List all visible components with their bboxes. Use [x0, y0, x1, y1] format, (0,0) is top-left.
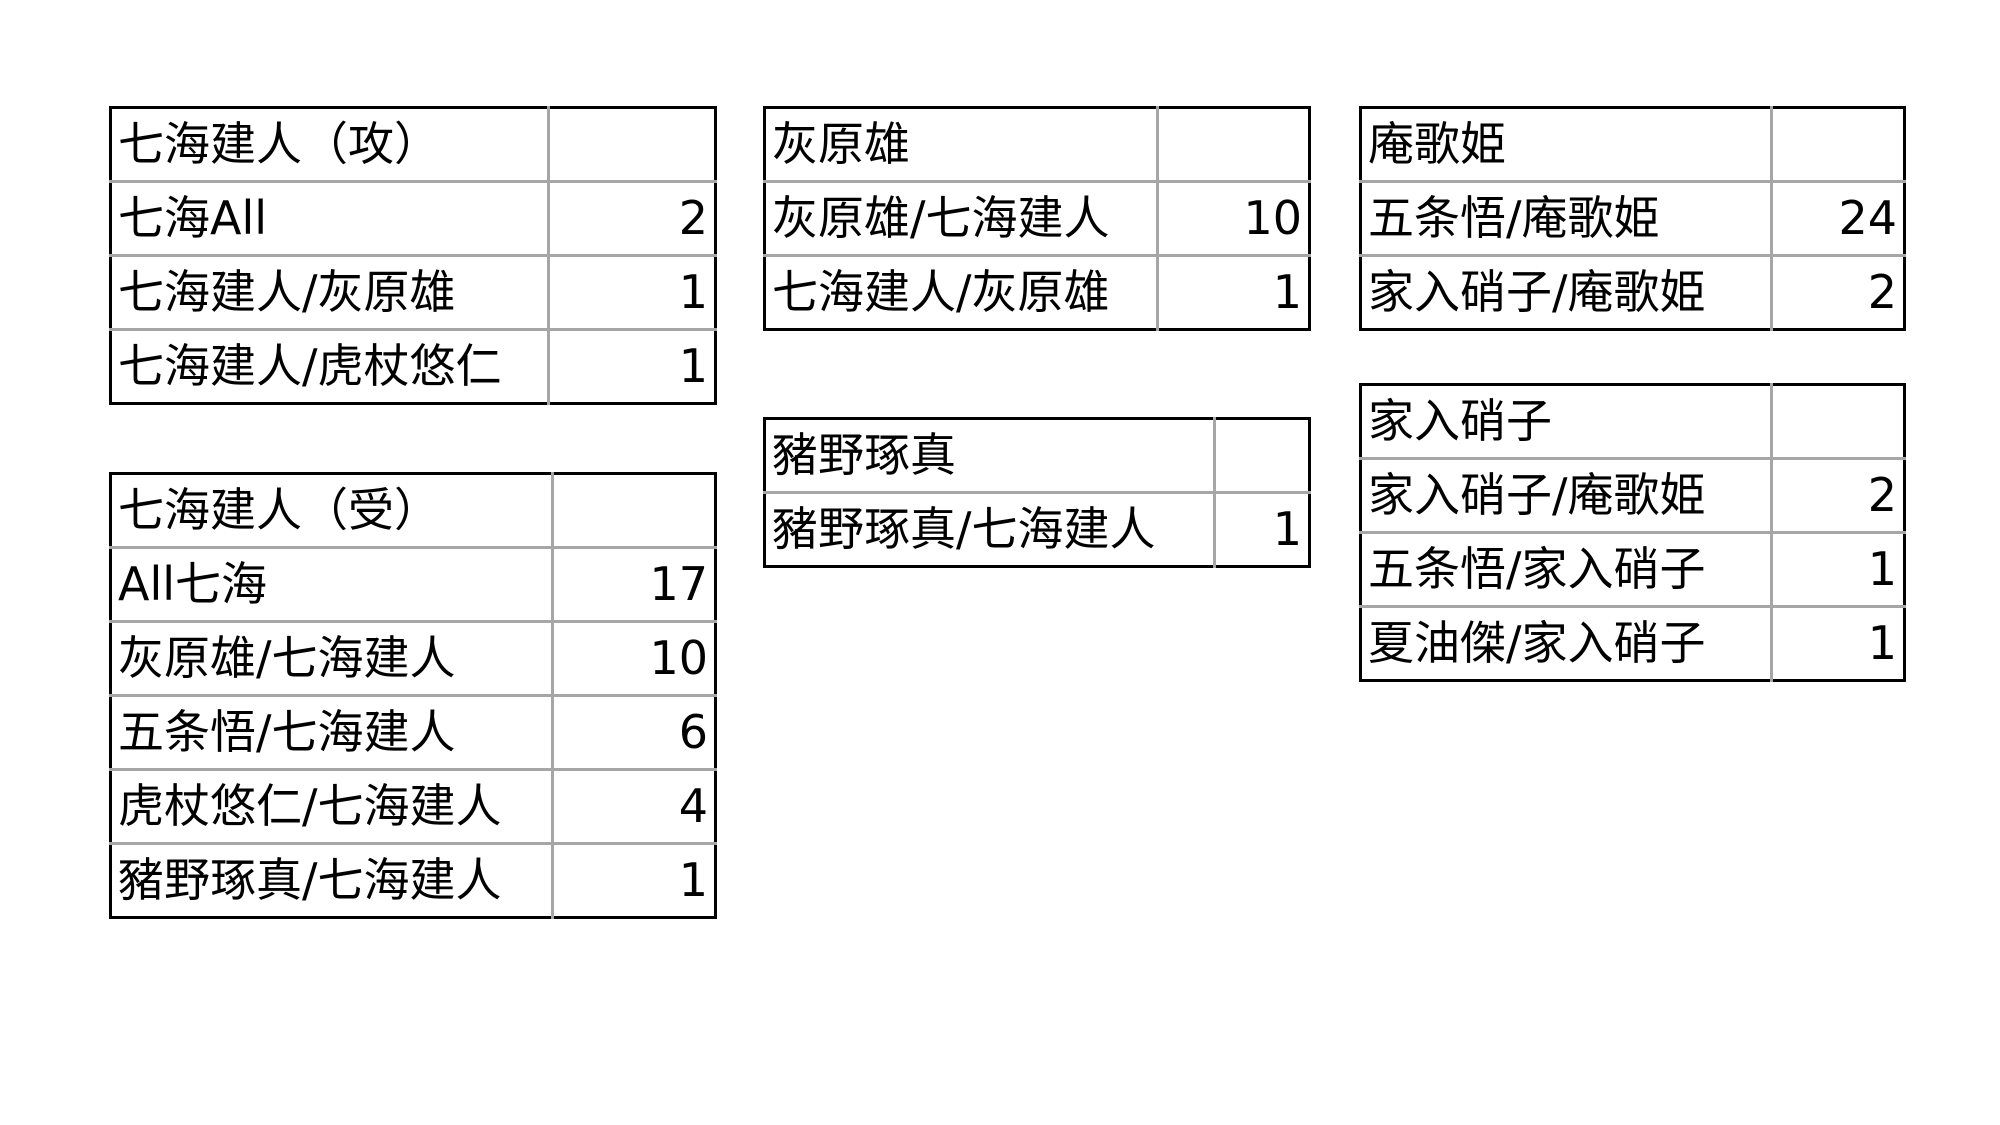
table-row: 豬野琢真/七海建人 1: [764, 491, 1310, 567]
table-header-empty-cell: [1770, 384, 1905, 460]
table-row: 夏油傑/家入硝子 1: [1360, 605, 1905, 681]
pairing-label: 灰原雄/七海建人: [110, 620, 554, 697]
count-table-nanami-uke: 七海建人（受） All七海 17 灰原雄/七海建人 10 五条悟/七海建人 6 …: [109, 472, 717, 919]
pairing-count: 1: [1770, 531, 1905, 608]
table-row: 灰原雄/七海建人 10: [110, 620, 716, 697]
count-table-nanami-seme: 七海建人（攻） 七海All 2 七海建人/灰原雄 1 七海建人/虎杖悠仁 1: [109, 106, 717, 405]
table-row: 七海建人/灰原雄 1: [764, 254, 1310, 330]
pairing-label: 豬野琢真/七海建人: [110, 842, 554, 918]
pairing-count: 10: [551, 620, 716, 697]
table-row: 豬野琢真/七海建人 1: [110, 842, 716, 918]
table-header-empty-cell: [1213, 418, 1310, 494]
table-header-row: 七海建人（受）: [110, 473, 716, 549]
pairing-count: 1: [551, 842, 716, 918]
pairing-count: 10: [1156, 180, 1310, 257]
table-row: 五条悟/庵歌姫 24: [1360, 180, 1905, 257]
table-row: 家入硝子/庵歌姫 2: [1360, 457, 1905, 534]
pairing-label: 七海建人/灰原雄: [764, 254, 1159, 330]
table-title: 七海建人（攻）: [110, 107, 550, 183]
pairing-count: 2: [547, 180, 716, 257]
count-table-ino: 豬野琢真 豬野琢真/七海建人 1: [763, 417, 1311, 568]
pairing-label: 五条悟/庵歌姫: [1360, 180, 1773, 257]
table-header-row: 家入硝子: [1360, 384, 1905, 460]
pairing-label: 豬野琢真/七海建人: [764, 491, 1216, 567]
pairing-label: 五条悟/七海建人: [110, 694, 554, 771]
pairing-label: 七海建人/灰原雄: [110, 254, 550, 331]
table-row: 家入硝子/庵歌姫 2: [1360, 254, 1905, 330]
table-row: 七海建人/灰原雄 1: [110, 254, 716, 331]
table-row: 虎杖悠仁/七海建人 4: [110, 768, 716, 845]
table-header-row: 豬野琢真: [764, 418, 1310, 494]
table-row: 灰原雄/七海建人 10: [764, 180, 1310, 257]
pairing-count: 17: [551, 546, 716, 623]
table-title: 豬野琢真: [764, 418, 1216, 494]
table-header-empty-cell: [551, 473, 716, 549]
table-header-row: 七海建人（攻）: [110, 107, 716, 183]
pairing-count: 2: [1770, 457, 1905, 534]
pairing-label: All七海: [110, 546, 554, 623]
pairing-count: 1: [1156, 254, 1310, 330]
table-header-row: 庵歌姫: [1360, 107, 1905, 183]
table-header-row: 灰原雄: [764, 107, 1310, 183]
pairing-label: 家入硝子/庵歌姫: [1360, 457, 1773, 534]
pairing-label: 七海All: [110, 180, 550, 257]
count-table-utahime: 庵歌姫 五条悟/庵歌姫 24 家入硝子/庵歌姫 2: [1359, 106, 1906, 331]
pairing-label: 夏油傑/家入硝子: [1360, 605, 1773, 681]
pairing-count: 1: [1213, 491, 1310, 567]
pairing-count: 1: [547, 254, 716, 331]
pairing-label: 灰原雄/七海建人: [764, 180, 1159, 257]
table-title: 家入硝子: [1360, 384, 1773, 460]
pairing-count: 6: [551, 694, 716, 771]
table-header-empty-cell: [547, 107, 716, 183]
table-title: 七海建人（受）: [110, 473, 554, 549]
table-row: 五条悟/家入硝子 1: [1360, 531, 1905, 608]
pairing-label: 五条悟/家入硝子: [1360, 531, 1773, 608]
table-row: 七海建人/虎杖悠仁 1: [110, 328, 716, 404]
pairing-label: 虎杖悠仁/七海建人: [110, 768, 554, 845]
table-row: All七海 17: [110, 546, 716, 623]
pairing-count: 1: [1770, 605, 1905, 681]
pairing-count: 24: [1770, 180, 1905, 257]
count-table-haibara: 灰原雄 灰原雄/七海建人 10 七海建人/灰原雄 1: [763, 106, 1311, 331]
pairing-label: 七海建人/虎杖悠仁: [110, 328, 550, 404]
table-row: 七海All 2: [110, 180, 716, 257]
pairing-label: 家入硝子/庵歌姫: [1360, 254, 1773, 330]
table-row: 五条悟/七海建人 6: [110, 694, 716, 771]
table-title: 灰原雄: [764, 107, 1159, 183]
pairing-count: 2: [1770, 254, 1905, 330]
table-header-empty-cell: [1156, 107, 1310, 183]
count-table-shoko: 家入硝子 家入硝子/庵歌姫 2 五条悟/家入硝子 1 夏油傑/家入硝子 1: [1359, 383, 1906, 682]
pairing-count: 4: [551, 768, 716, 845]
table-title: 庵歌姫: [1360, 107, 1773, 183]
table-header-empty-cell: [1770, 107, 1905, 183]
pairing-count: 1: [547, 328, 716, 404]
